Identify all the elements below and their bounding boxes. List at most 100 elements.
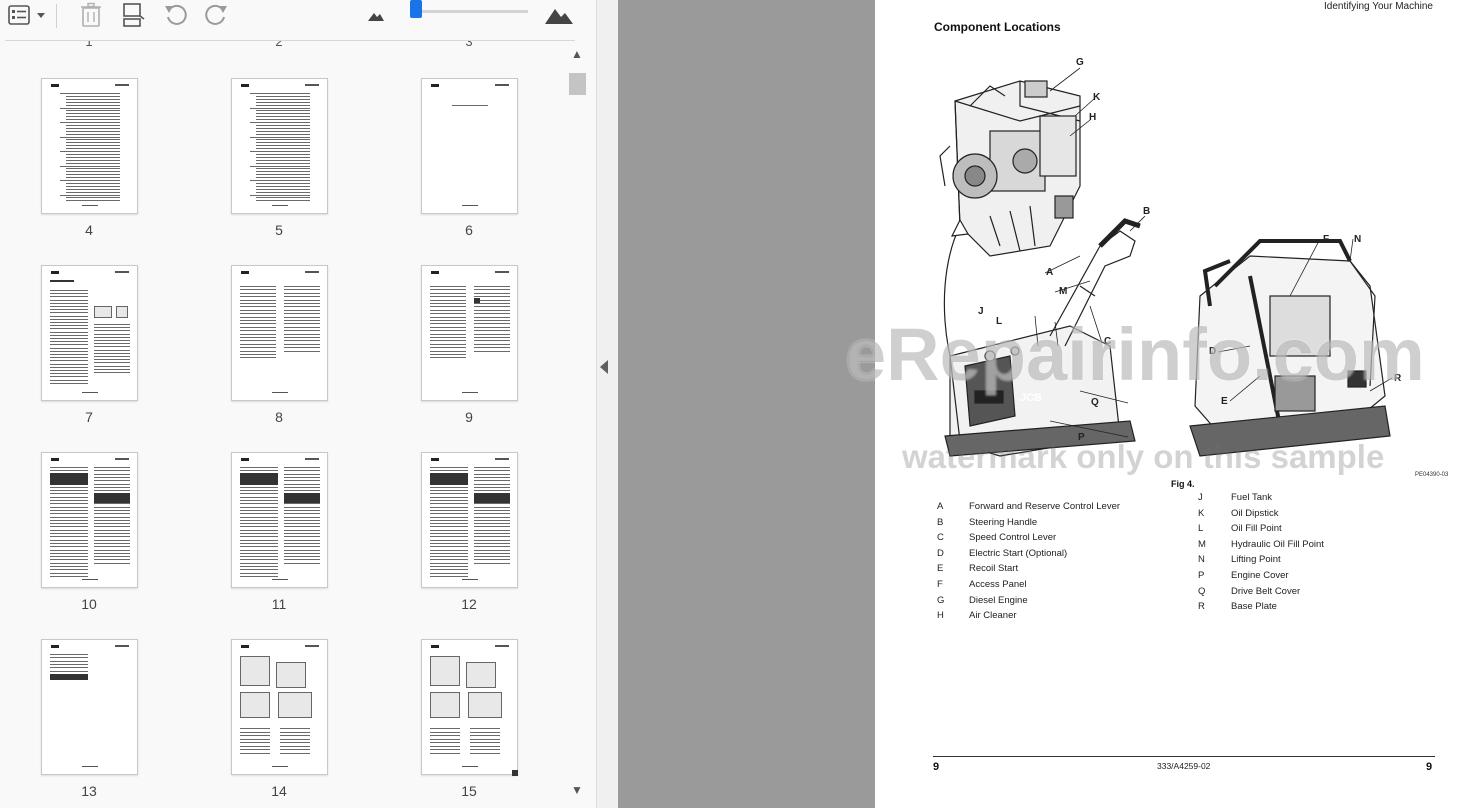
thumbnail-mark — [50, 549, 88, 551]
thumbnail-mark — [256, 200, 310, 202]
thumbnail-mark — [430, 470, 468, 472]
thumbnail-mark — [430, 343, 466, 345]
thumbnail-page-preview[interactable] — [421, 452, 518, 588]
page-thumbnail[interactable]: 12 — [380, 452, 566, 632]
thumbnail-page-preview[interactable] — [231, 452, 328, 588]
thumbnail-mark — [240, 559, 278, 561]
thumbnail-mark — [430, 467, 468, 468]
page-thumbnail[interactable]: 14 — [190, 639, 380, 808]
thumbnail-page-preview[interactable] — [41, 78, 138, 214]
redo-icon[interactable] — [202, 2, 230, 28]
thumbnail-mark — [94, 546, 130, 548]
thumbnail-toolbar — [0, 0, 596, 34]
thumbnail-page-preview[interactable] — [231, 78, 328, 214]
thumbnail-mark — [284, 323, 320, 325]
thumbnail-mark — [474, 296, 510, 298]
page-insert-icon[interactable] — [120, 2, 146, 28]
thumbnail-mark — [474, 330, 510, 332]
page-thumbnail[interactable]: 11 — [190, 452, 380, 632]
thumbnail-mark — [50, 296, 88, 298]
thumbnail-mark — [256, 101, 310, 103]
thumbnail-page-preview[interactable] — [231, 265, 328, 401]
thumbnail-page-preview[interactable] — [421, 639, 518, 775]
thumbnail-mark — [430, 496, 468, 498]
thumbnail-mark — [115, 271, 129, 273]
thumbnail-mark — [280, 735, 310, 736]
legend-key: R — [1198, 601, 1205, 613]
thumbnail-scrollbar[interactable]: ▲ ▼ — [567, 43, 588, 808]
page-thumbnail[interactable]: 7 — [0, 265, 190, 445]
thumbnail-mark — [474, 559, 510, 561]
thumbnail-page-number: 9 — [465, 409, 473, 425]
thumbnail-mark — [284, 316, 320, 318]
page-thumbnail[interactable]: 5 — [190, 78, 380, 258]
scroll-down-icon[interactable]: ▼ — [571, 783, 583, 797]
thumbnail-mark — [284, 490, 320, 492]
thumbnail-mark — [430, 500, 468, 501]
scrollbar-thumb[interactable] — [569, 73, 586, 95]
compactor-rear-drawing — [1189, 239, 1391, 457]
thumbnail-mark — [250, 165, 310, 167]
scroll-up-icon[interactable]: ▲ — [571, 47, 583, 61]
document-code: 333/A4259-02 — [1157, 761, 1211, 771]
thumbnail-page-preview[interactable] — [41, 265, 138, 401]
zoom-slider-track[interactable] — [416, 10, 528, 13]
thumbnail-mark — [240, 552, 278, 554]
thumbnail-mark — [495, 645, 509, 647]
thumbnail-mark — [50, 373, 88, 375]
thumbnail-page-preview[interactable] — [421, 265, 518, 401]
callout-label: N — [1354, 234, 1362, 245]
thumbnail-mark — [284, 516, 320, 518]
thumbnail-mark — [305, 271, 319, 273]
thumbnail-page-preview[interactable] — [41, 639, 138, 775]
collapse-arrow-icon[interactable] — [600, 360, 608, 374]
document-page: Identifying Your Machine Component Locat… — [875, 0, 1473, 808]
thumbnail-mark — [280, 738, 310, 740]
thumbnail-mark — [66, 191, 120, 193]
page-thumbnail[interactable]: 6 — [380, 78, 566, 258]
thumbnail-mark — [66, 197, 120, 199]
thumbnail-page-preview[interactable] — [231, 639, 328, 775]
thumbnail-mark — [241, 84, 249, 87]
thumbnail-mark — [240, 313, 276, 315]
page-thumbnail[interactable]: 10 — [0, 452, 190, 632]
page-thumbnail[interactable]: 15 — [380, 639, 566, 808]
thumbnail-mark — [470, 731, 500, 733]
thumbnail-mark — [474, 549, 510, 551]
page-thumbnail[interactable]: 13 — [0, 639, 190, 808]
callout-label: R — [1394, 373, 1402, 384]
thumbnail-mark — [240, 467, 278, 468]
page-thumbnail[interactable]: 9 — [380, 265, 566, 445]
thumbnail-mark — [94, 343, 130, 345]
thumbnail-view-icon[interactable] — [6, 2, 32, 28]
thumbnail-mark — [280, 749, 310, 750]
thumbnail-mark — [474, 316, 510, 318]
legend-text: Steering Handle — [969, 516, 1038, 528]
legend-key: M — [1198, 538, 1206, 550]
page-thumbnail[interactable]: 8 — [190, 265, 380, 445]
thumbnail-mark — [430, 572, 468, 574]
thumbnail-mark — [50, 523, 88, 525]
thumbnail-mark — [94, 362, 130, 364]
pane-splitter[interactable] — [596, 0, 618, 808]
thumbnail-page-preview[interactable] — [41, 452, 138, 588]
zoom-out-icon[interactable] — [364, 2, 388, 28]
delete-icon[interactable] — [78, 2, 104, 28]
page-thumbnail[interactable]: 4 — [0, 78, 190, 258]
engine-drawing — [939, 80, 1081, 257]
undo-icon[interactable] — [162, 2, 190, 28]
zoom-slider-handle[interactable] — [410, 0, 422, 18]
thumbnail-mark — [256, 182, 310, 184]
zoom-in-icon[interactable] — [542, 2, 576, 28]
thumbnail-mark — [284, 309, 320, 311]
thumbnail-mark — [94, 509, 130, 511]
thumbnail-mark — [474, 493, 510, 503]
legend-text: Drive Belt Cover — [1231, 585, 1301, 597]
thumbnail-mark — [66, 119, 120, 121]
thumbnail-mark — [430, 357, 466, 359]
thumbnail-page-preview[interactable] — [421, 78, 518, 214]
dropdown-chevron-icon[interactable] — [34, 2, 48, 28]
thumbnail-mark — [430, 473, 468, 485]
thumbnail-mark — [66, 182, 120, 184]
